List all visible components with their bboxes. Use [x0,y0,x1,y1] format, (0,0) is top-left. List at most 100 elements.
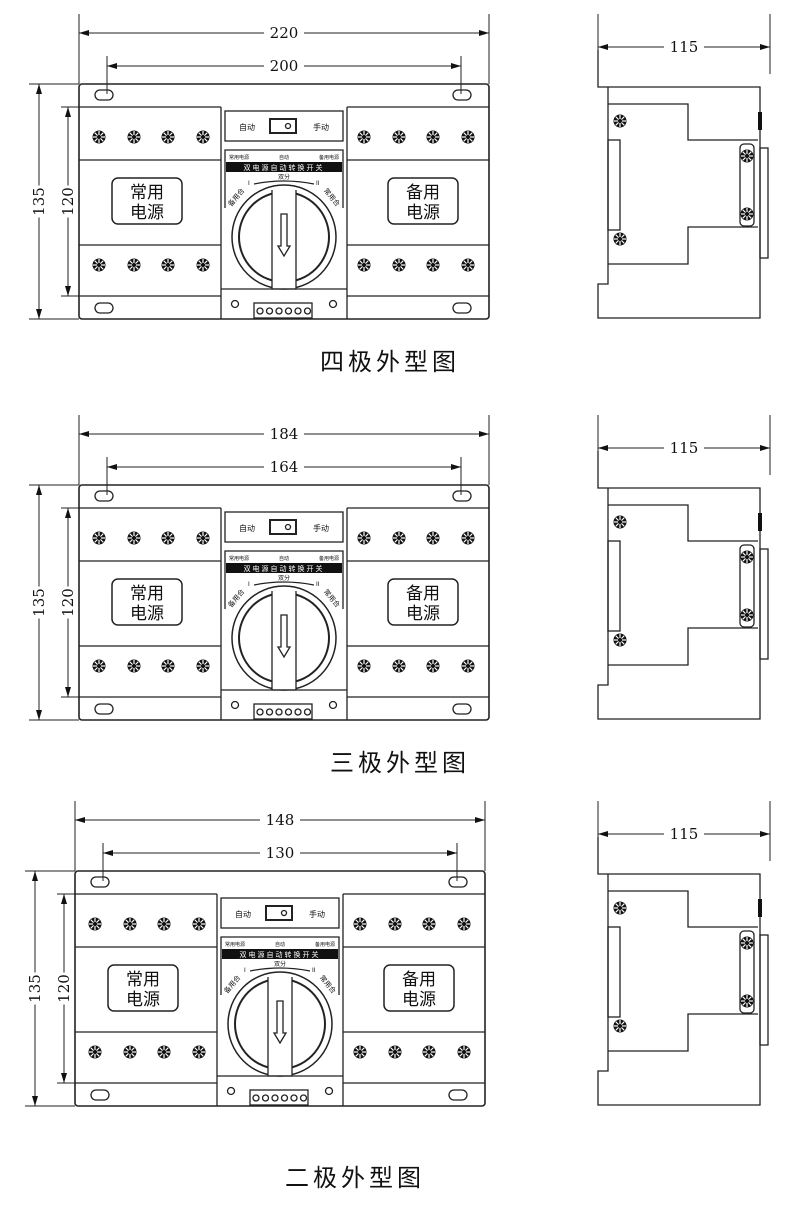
mounting-slot [452,89,472,101]
label-bg [264,57,304,75]
terminal-block [253,302,313,319]
banner [222,949,338,959]
screw-icon [161,130,175,144]
terminal-block [249,1089,309,1106]
svg-text:备用电源: 备用电源 [319,154,339,161]
screw-icon [196,130,210,144]
svg-text:I: I [248,581,250,588]
screw-icon [461,130,475,144]
dimension-value: 164 [270,458,299,476]
screw-icon [740,608,754,622]
mounting-slot [94,89,114,101]
backup-power-label: 备用电源 [387,578,459,626]
dimension-value: 200 [270,57,299,75]
screw-icon [357,531,371,545]
screw-icon [457,917,471,931]
banner [226,563,342,573]
dimension-value: 135 [30,588,48,617]
svg-text:自动: 自动 [239,523,255,533]
mounting-slot [94,703,114,715]
svg-text:常用: 常用 [130,183,164,203]
enclosure [78,484,490,721]
svg-text:自动: 自动 [279,555,289,562]
svg-text:双分: 双分 [274,960,286,968]
screw-icon [157,917,171,931]
height-dimension: 135 [30,485,48,720]
din-clip [739,544,755,628]
screw-icon [422,917,436,931]
mounting-slot [448,876,468,888]
mode-toggle[interactable] [265,905,293,921]
svg-text:手动: 手动 [313,523,329,533]
label-bg [264,24,304,42]
screw-icon [123,1045,137,1059]
screw-icon [740,936,754,950]
mount-height-dimension: 120 [59,107,77,296]
label-bg [26,972,44,1005]
svg-text:备用: 备用 [402,970,436,990]
arrow-down-icon [276,213,292,258]
side-view: 115 [597,801,771,1106]
mode-switch-panel [220,897,340,929]
screw-icon [613,633,627,647]
section-title: 二极外型图 [285,1164,425,1192]
screw-icon [388,917,402,931]
screw-icon [357,258,371,272]
screw-icon [392,130,406,144]
rotary-handle[interactable] [231,184,337,290]
hole-icon [256,708,264,716]
dimension-value: 120 [59,187,77,216]
hole-icon [303,708,312,716]
svg-text:II: II [316,581,320,588]
svg-text:双电源自动转换开关: 双电源自动转换开关 [244,163,325,172]
label-bg [664,825,704,843]
backup-pole-panel [343,893,485,1084]
section-1: 常用电源备用电源自动手动常用电源自动备用电源双电源自动转换开关双分备用合常用合I… [29,14,771,376]
mode-switch-panel [224,511,344,543]
hole-icon [324,1086,334,1096]
rotation-arrow [253,581,315,586]
hole-icon [261,1094,270,1102]
mounting-slot [94,302,114,314]
screw-icon [613,515,627,529]
normal-pole-panel [79,106,221,297]
screw-icon [88,917,102,931]
svg-text:常用电源: 常用电源 [229,555,249,562]
rotary-handle[interactable] [227,971,333,1077]
din-clip [739,143,755,227]
screw-icon [127,531,141,545]
normal-power-label: 常用电源 [111,578,183,626]
svg-text:手动: 手动 [309,909,325,919]
backup-power-label: 备用电源 [387,177,459,225]
screw-icon [127,659,141,673]
overall-width-dimension: 184 [79,425,489,443]
hole-icon [284,307,293,315]
screw-icon [123,917,137,931]
screw-icon [88,1045,102,1059]
dimension-value: 115 [670,439,699,457]
screw-icon [426,531,440,545]
mode-toggle[interactable] [269,519,297,535]
screw-icon [92,258,106,272]
mounting-slot [448,1089,468,1101]
arrow-down-icon [276,614,292,659]
rotation-arrow [253,180,315,185]
backup-pole-panel [347,106,489,297]
label-bg [260,811,300,829]
svg-text:II: II [312,967,316,974]
hole-icon [290,1094,298,1102]
screw-icon [426,130,440,144]
section-title: 四极外型图 [320,348,460,376]
mount-height-dimension: 120 [55,894,73,1083]
rotary-handle[interactable] [231,585,337,691]
label-bg [664,439,704,457]
svg-text:电源: 电源 [406,203,440,223]
mode-toggle[interactable] [269,118,297,134]
dimension-value: 120 [59,588,77,617]
screw-icon [740,207,754,221]
svg-text:备用电源: 备用电源 [319,555,339,562]
hole-icon [265,307,274,315]
hole-icon [284,708,293,716]
backup-power-label: 备用电源 [383,964,455,1012]
